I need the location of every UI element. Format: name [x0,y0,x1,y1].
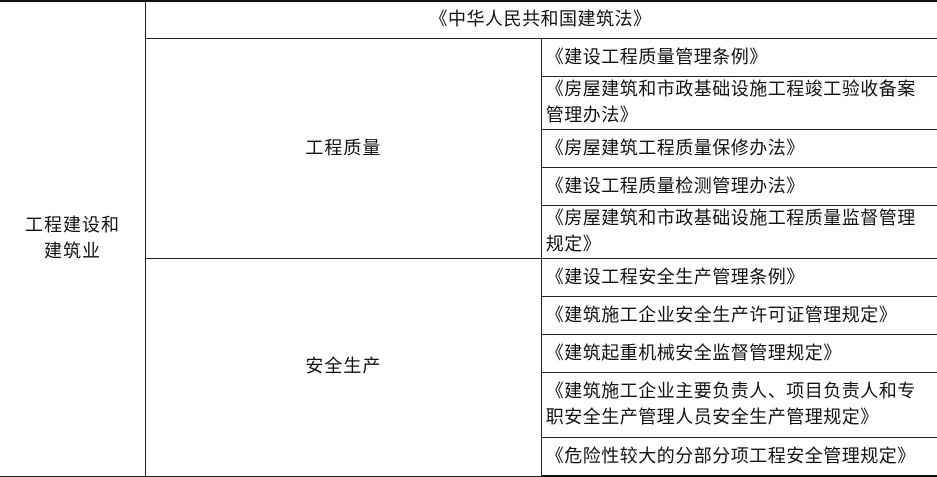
regulation-cell: 《房屋建筑和市政基础设施工程质量监督管理规定》 [541,206,937,259]
regulation-cell: 《建设工程质量管理条例》 [541,39,937,77]
regulation-cell: 《建筑施工企业主要负责人、项目负责人和专职安全生产管理人员安全生产管理规定》 [541,373,937,438]
regulation-cell: 《建设工程质量检测管理办法》 [541,168,937,206]
regulation-cell: 《房屋建筑和市政基础设施工程竣工验收备案管理办法》 [541,77,937,130]
area-cell-quality: 工程质量 [146,39,542,259]
regulation-cell: 《建设工程安全生产管理条例》 [541,259,937,297]
regulation-cell: 《房屋建筑工程质量保修办法》 [541,130,937,168]
top-law-cell: 《中华人民共和国建筑法》 [146,1,937,39]
table-row: 工程建设和建筑业 《中华人民共和国建筑法》 [0,1,937,39]
regulation-cell: 《建筑施工企业安全生产许可证管理规定》 [541,297,937,335]
sector-label: 工程建设和建筑业 [23,213,123,265]
sector-cell: 工程建设和建筑业 [0,1,146,476]
area-cell-safety: 安全生产 [146,259,542,477]
regulation-cell: 《建筑起重机械安全监督管理规定》 [541,335,937,373]
regulation-cell: 《危险性较大的分部分项工程安全管理规定》 [541,438,937,477]
